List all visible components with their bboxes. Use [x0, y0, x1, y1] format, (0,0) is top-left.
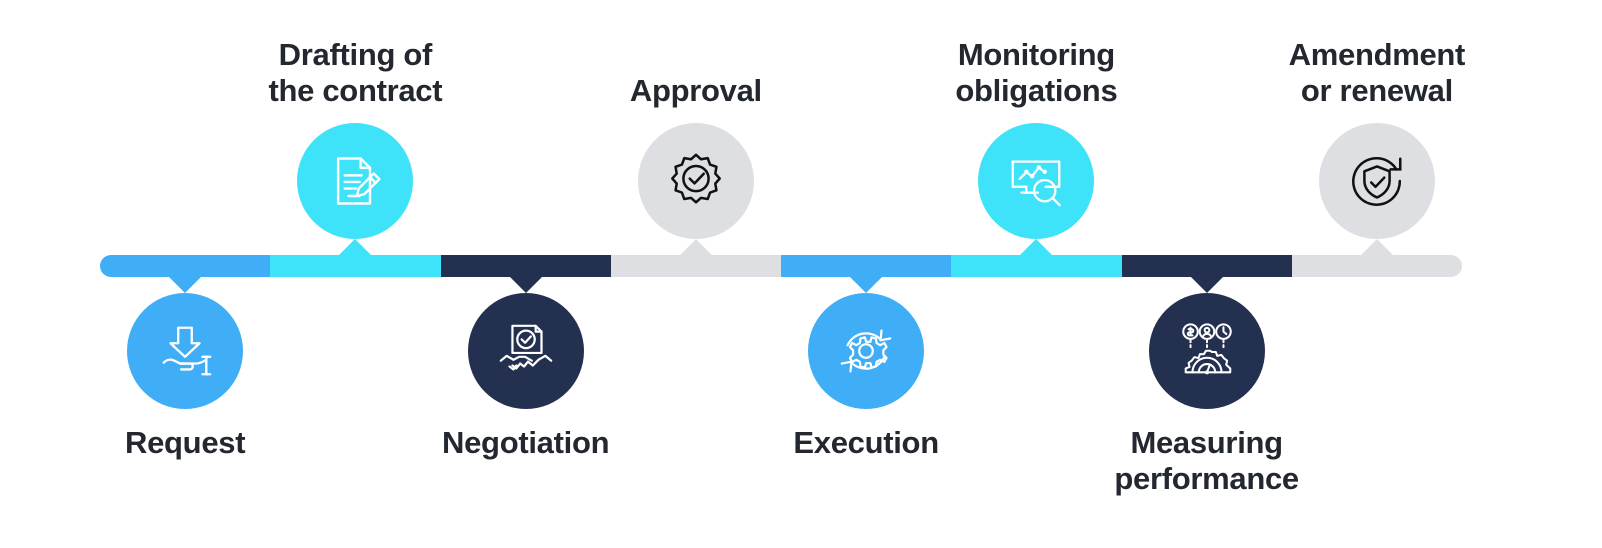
step-label-request: Request	[125, 425, 246, 460]
performance-gauge-icon	[1176, 320, 1238, 382]
step-icon-circle-negotiation[interactable]	[467, 293, 584, 409]
track-segment-7	[1121, 255, 1292, 277]
step-label-amendment: Amendment or renewal	[1288, 37, 1466, 109]
step-icon-circle-request[interactable]	[127, 293, 244, 409]
step-label-execution: Execution	[793, 425, 939, 460]
step-node-amendment[interactable]	[1318, 123, 1435, 239]
hand-receiving-arrow-icon	[154, 320, 216, 382]
step-label-approval: Approval	[629, 73, 762, 108]
handshake-contract-icon	[495, 320, 557, 382]
step-node-execution[interactable]	[808, 293, 925, 409]
step-node-request[interactable]	[127, 293, 244, 409]
track-segment-4	[610, 255, 781, 277]
document-pencil-icon	[325, 151, 385, 211]
step-icon-circle-approval[interactable]	[637, 123, 754, 239]
step-node-negotiation[interactable]	[467, 293, 584, 409]
shield-check-renew-icon	[1346, 150, 1408, 212]
step-label-monitoring: Monitoring obligations	[955, 37, 1118, 109]
track-segment-3	[440, 255, 611, 277]
step-node-drafting[interactable]	[297, 123, 414, 239]
step-icon-circle-drafting[interactable]	[297, 123, 414, 239]
gear-refresh-icon	[835, 320, 897, 382]
step-icon-circle-measuring[interactable]	[1148, 293, 1265, 409]
step-label-negotiation: Negotiation	[442, 425, 610, 460]
step-label-drafting: Drafting of the contract	[268, 37, 443, 109]
track-segment-2	[270, 255, 441, 277]
step-icon-circle-monitoring[interactable]	[978, 123, 1095, 239]
monitor-chart-magnifier-icon	[1005, 150, 1067, 212]
connector-pointer-amendment	[1360, 239, 1393, 255]
step-icon-circle-execution[interactable]	[808, 293, 925, 409]
connector-pointer-drafting	[339, 239, 372, 255]
track-segment-1	[100, 255, 271, 277]
track-segment-8	[1291, 255, 1462, 277]
step-node-approval[interactable]	[637, 123, 754, 239]
connector-pointer-approval	[679, 239, 712, 255]
track-segment-6	[951, 255, 1122, 277]
step-label-measuring: Measuring performance	[1114, 425, 1299, 497]
connector-pointer-request	[169, 277, 202, 293]
step-icon-circle-amendment[interactable]	[1318, 123, 1435, 239]
step-node-monitoring[interactable]	[978, 123, 1095, 239]
timeline-track	[100, 255, 1462, 277]
connector-pointer-measuring	[1190, 277, 1223, 293]
connector-pointer-execution	[850, 277, 883, 293]
track-segment-5	[781, 255, 952, 277]
badge-check-icon	[665, 150, 727, 212]
connector-pointer-negotiation	[509, 277, 542, 293]
step-node-measuring[interactable]	[1148, 293, 1265, 409]
connector-pointer-monitoring	[1020, 239, 1053, 255]
